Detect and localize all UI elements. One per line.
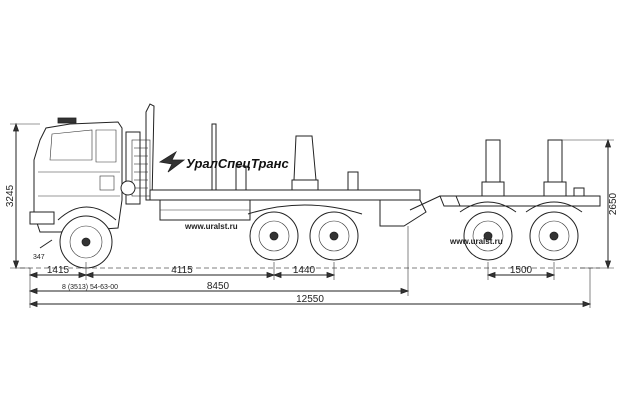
dim-label-cab-offset: 347 xyxy=(33,254,45,261)
trailer-wheel-2 xyxy=(529,211,579,261)
rear-wheel-2 xyxy=(309,211,359,261)
dim-label-total-length: 12550 xyxy=(296,294,324,305)
tractor-unit xyxy=(29,103,441,269)
dim-label-trailer-axle-spacing: 1500 xyxy=(510,265,533,276)
logo-text: УралСпецТранс xyxy=(186,156,289,171)
phone-label: 8 (3513) 54-63-00 xyxy=(62,284,118,291)
site-label-tractor: www.uralst.ru xyxy=(184,222,238,231)
dim-row-tractor-length: 8 (3513) 54-63-00 8450 xyxy=(28,226,410,296)
dim-trailer-height: 2650 xyxy=(562,138,619,270)
dim-row-axles: 1415 4115 1440 1500 xyxy=(28,262,556,280)
company-logo: УралСпецТранс xyxy=(158,150,289,173)
trailer-wheel-1 xyxy=(463,211,513,261)
site-label-trailer: www.uralst.ru xyxy=(449,237,503,246)
dim-label-trailer-height: 2650 xyxy=(608,192,619,215)
dim-label-front-overhang: 1415 xyxy=(47,265,70,276)
dim-label-rear-axle-spacing: 1440 xyxy=(293,265,316,276)
dim-label-wheelbase: 4115 xyxy=(171,265,193,276)
dim-row-total-length: 12550 xyxy=(28,268,592,308)
trailer-dolly xyxy=(439,139,601,261)
front-wheel xyxy=(59,215,113,269)
dim-cab-offset: 347 xyxy=(33,239,53,261)
dim-label-tractor-length: 8450 xyxy=(207,281,230,292)
rear-wheel-1 xyxy=(249,211,299,261)
cab xyxy=(33,121,123,233)
chassis-frame xyxy=(149,189,421,201)
dim-overall-height: 3245 xyxy=(5,122,40,270)
dim-label-overall-height: 3245 xyxy=(5,184,16,207)
